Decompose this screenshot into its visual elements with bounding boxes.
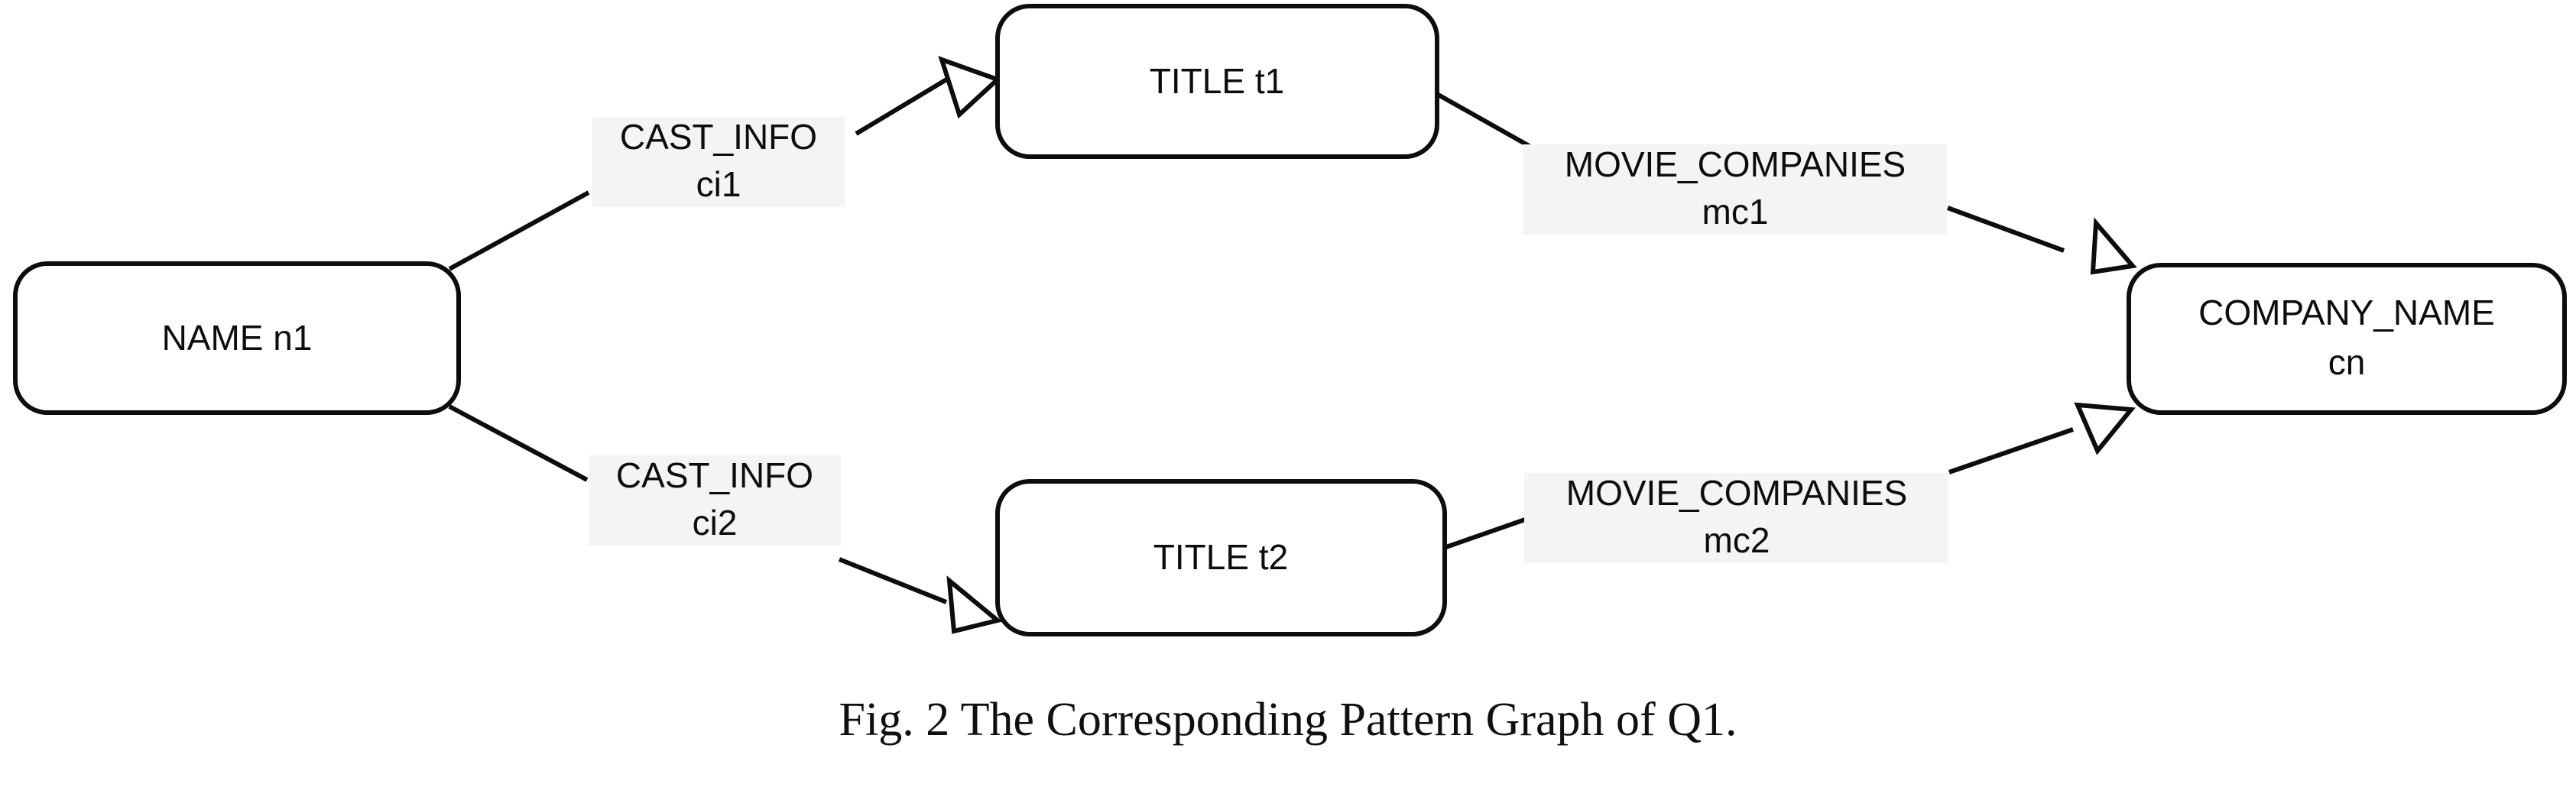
node-name-n1-label: NAME n1 <box>162 318 313 358</box>
node-name-n1[interactable]: NAME n1 <box>13 261 461 415</box>
node-title-t1-box[interactable] <box>995 4 1439 159</box>
edge-line-ci2-left <box>448 404 589 482</box>
edge-label-ci1: CAST_INFO ci1 <box>592 117 845 207</box>
edge-label-mc2-background <box>1524 473 1948 563</box>
edge-label-ci1-alias: ci1 <box>696 164 741 204</box>
edge-line-mc2-left <box>1441 517 1526 551</box>
node-title-t2-box[interactable] <box>995 479 1447 636</box>
node-company-name-cn[interactable]: COMPANY_NAME cn <box>2127 263 2567 415</box>
node-company-name-cn-box[interactable] <box>2127 263 2567 415</box>
node-title-t2-label: TITLE t2 <box>1153 537 1288 577</box>
edge-label-ci1-background <box>592 117 845 207</box>
figure-caption: Fig. 2 The Corresponding Pattern Graph o… <box>839 694 1737 746</box>
edge-line-mc1-right <box>1946 206 2065 253</box>
node-company-name-cn-label-alias: cn <box>2328 342 2366 382</box>
edge-movie-companies-mc2 <box>1441 402 2136 551</box>
node-title-t2[interactable]: TITLE t2 <box>995 479 1447 636</box>
edge-label-ci2-background <box>589 455 841 546</box>
edge-label-mc1-background <box>1523 144 1947 235</box>
arrowhead-mc2 <box>2074 402 2136 455</box>
edge-label-mc1: MOVIE_COMPANIES mc1 <box>1523 144 1947 235</box>
node-title-t1-label: TITLE t1 <box>1150 61 1284 101</box>
edge-line-ci1-right <box>855 74 953 136</box>
arrowhead-ci2 <box>946 575 1003 634</box>
edge-label-mc1-alias: mc1 <box>1702 192 1769 232</box>
edge-label-mc2: MOVIE_COMPANIES mc2 <box>1524 473 1948 563</box>
edge-line-ci1-left <box>448 190 590 271</box>
edge-label-mc1-relation: MOVIE_COMPANIES <box>1565 144 1906 184</box>
edge-label-ci1-relation: CAST_INFO <box>620 117 817 157</box>
arrowhead-ci1 <box>938 56 1002 119</box>
node-title-t1[interactable]: TITLE t1 <box>995 4 1439 159</box>
arrowhead-mc1 <box>2090 217 2137 275</box>
node-name-n1-box[interactable] <box>13 261 461 415</box>
edge-line-mc2-right <box>1948 427 2074 474</box>
edge-label-ci2-alias: ci2 <box>693 503 738 542</box>
edge-label-ci2-relation: CAST_INFO <box>616 455 813 495</box>
edge-label-mc2-alias: mc2 <box>1704 520 1770 560</box>
edge-label-mc2-relation: MOVIE_COMPANIES <box>1566 473 1907 513</box>
edge-cast-info-ci2 <box>448 404 1003 634</box>
edge-cast-info-ci1 <box>448 56 1002 271</box>
edge-line-ci2-right <box>838 557 948 604</box>
edge-label-ci2: CAST_INFO ci2 <box>589 455 841 546</box>
node-company-name-cn-label-table: COMPANY_NAME <box>2198 293 2495 332</box>
